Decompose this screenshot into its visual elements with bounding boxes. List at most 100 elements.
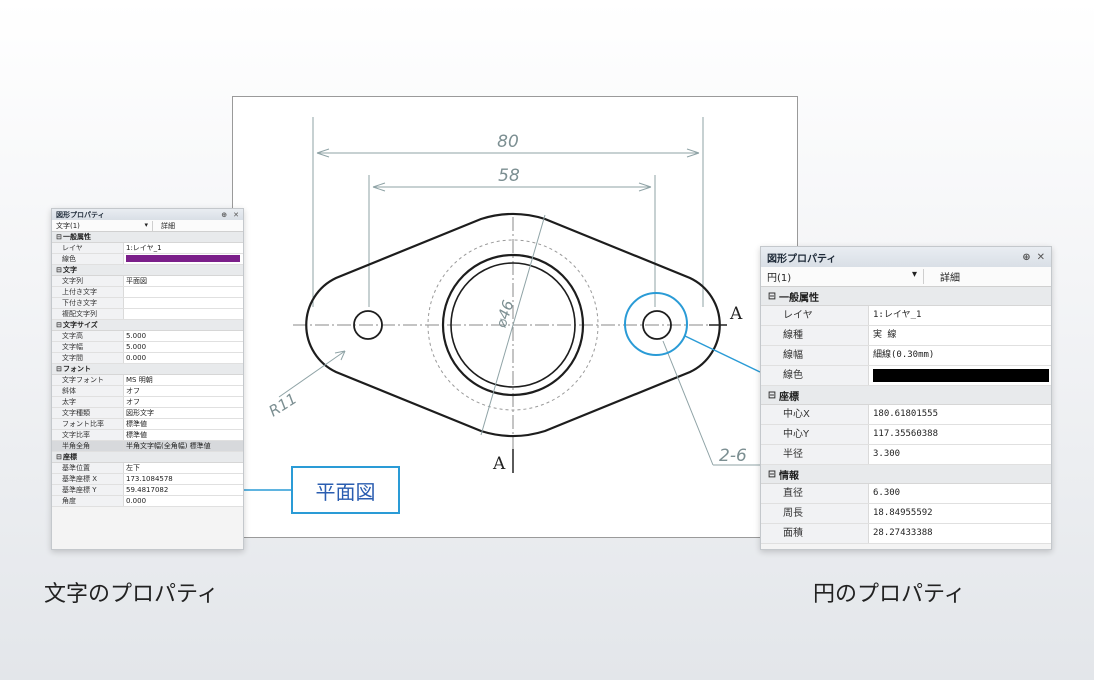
property-value[interactable]: 59.4817082	[126, 486, 169, 494]
section-header[interactable]: ⊟座標	[52, 452, 243, 463]
property-row[interactable]: 中心Y 117.35560388	[761, 425, 1051, 445]
section-header[interactable]: ⊟情報	[761, 465, 1051, 484]
property-value[interactable]: 0.000	[126, 497, 147, 505]
property-row[interactable]: 斜体オフ	[52, 386, 243, 397]
property-row[interactable]: 半径 3.300	[761, 445, 1051, 465]
property-row[interactable]: 基準位置左下	[52, 463, 243, 474]
property-value[interactable]: 18.84955592	[873, 508, 933, 518]
property-value[interactable]: 5.000	[126, 343, 147, 351]
property-row[interactable]: フォント比率標準値	[52, 419, 243, 430]
property-key: 半径	[761, 445, 869, 464]
property-value[interactable]: 平面図	[126, 277, 147, 285]
property-row[interactable]: 半角全角半角文字幅(全角幅) 標準値	[52, 441, 243, 452]
property-row[interactable]: 太字オフ	[52, 397, 243, 408]
property-value[interactable]: オフ	[126, 398, 140, 406]
property-row[interactable]: 上付き文字	[52, 287, 243, 298]
property-value[interactable]	[124, 254, 243, 264]
section-header[interactable]: ⊟文字	[52, 265, 243, 276]
entity-type-dropdown[interactable]: 文字(1) ▾	[56, 220, 153, 231]
property-value[interactable]: 6.300	[873, 488, 901, 498]
property-value[interactable]: 図形文字	[126, 409, 154, 417]
property-row[interactable]: 文字種類図形文字	[52, 408, 243, 419]
entity-type-label: 文字(1)	[56, 221, 80, 230]
property-value[interactable]: 実 線	[873, 330, 897, 340]
property-key: 上付き文字	[52, 287, 124, 297]
property-value[interactable]	[869, 366, 1051, 385]
property-row[interactable]: 線色	[761, 366, 1051, 386]
cad-drawing-canvas[interactable]: 80 58 ⌀46 R11 2-6 A A	[232, 96, 799, 538]
property-key: 線幅	[761, 346, 869, 365]
close-icon[interactable]: ✕	[233, 210, 239, 219]
minus-box-icon[interactable]: ⊟	[767, 468, 777, 480]
property-key: 直径	[761, 484, 869, 503]
pin-icon[interactable]: ⊕	[221, 210, 228, 219]
property-value[interactable]	[124, 287, 243, 297]
property-value[interactable]	[124, 298, 243, 308]
property-value[interactable]: 左下	[126, 464, 140, 472]
property-value[interactable]: オフ	[126, 387, 140, 395]
line-color-swatch[interactable]	[126, 255, 240, 262]
pin-icon[interactable]: ⊕	[1022, 251, 1031, 263]
property-value[interactable]: 標準値	[126, 431, 147, 439]
property-row[interactable]: 線幅細線(0.30mm)	[761, 346, 1051, 366]
property-key: 文字間	[52, 353, 124, 363]
close-icon[interactable]: ✕	[1036, 251, 1045, 263]
property-value[interactable]: 180.61801555	[873, 409, 939, 419]
minus-box-icon[interactable]: ⊟	[56, 233, 62, 241]
property-value[interactable]: 117.35560388	[873, 429, 939, 439]
section-header[interactable]: ⊟一般属性	[761, 287, 1051, 306]
property-row[interactable]: 文字比率標準値	[52, 430, 243, 441]
property-row[interactable]: 文字列平面図	[52, 276, 243, 287]
property-row[interactable]: 下付き文字	[52, 298, 243, 309]
property-value[interactable]: 1:レイヤ_1	[873, 310, 922, 320]
property-key: 線種	[761, 326, 869, 345]
property-row[interactable]: 線色	[52, 254, 243, 265]
property-row[interactable]: 直径 6.300	[761, 484, 1051, 504]
selected-text-callout[interactable]: 平面図	[291, 466, 400, 514]
property-key: 中心Y	[761, 425, 869, 444]
property-row[interactable]: 線種実 線	[761, 326, 1051, 346]
property-value[interactable]	[124, 309, 243, 319]
entity-type-label: 円(1)	[767, 273, 792, 284]
detail-button[interactable]: 詳細	[161, 221, 175, 230]
property-value[interactable]: 0.000	[126, 354, 147, 362]
minus-box-icon[interactable]: ⊟	[767, 290, 777, 302]
minus-box-icon[interactable]: ⊟	[767, 389, 777, 401]
property-value[interactable]: 標準値	[126, 420, 147, 428]
line-color-swatch[interactable]	[873, 369, 1049, 382]
section-header[interactable]: ⊟座標	[761, 386, 1051, 405]
chevron-down-icon: ▾	[144, 220, 148, 229]
property-value[interactable]: 5.000	[126, 332, 147, 340]
property-value[interactable]: 3.300	[873, 449, 901, 459]
dimension-arrows-80	[316, 148, 700, 158]
property-value[interactable]: 半角文字幅(全角幅) 標準値	[126, 442, 211, 450]
property-value[interactable]: MS 明朝	[126, 376, 153, 384]
section-header[interactable]: ⊟文字サイズ	[52, 320, 243, 331]
property-value[interactable]: 173.1084578	[126, 475, 173, 483]
section-header[interactable]: ⊟フォント	[52, 364, 243, 375]
property-value[interactable]: 細線(0.30mm)	[873, 350, 935, 360]
property-value[interactable]: 1:レイヤ_1	[126, 244, 162, 252]
minus-box-icon[interactable]: ⊟	[56, 453, 62, 461]
property-value[interactable]: 28.27433388	[873, 528, 933, 538]
minus-box-icon[interactable]: ⊟	[56, 321, 62, 329]
section-header[interactable]: ⊟一般属性	[52, 232, 243, 243]
entity-type-dropdown[interactable]: 円(1) ▾	[767, 269, 924, 284]
minus-box-icon[interactable]: ⊟	[56, 365, 62, 373]
caption-text-properties: 文字のプロパティ	[44, 582, 219, 607]
minus-box-icon[interactable]: ⊟	[56, 266, 62, 274]
detail-button[interactable]: 詳細	[940, 273, 960, 284]
property-row[interactable]: 複配文字列	[52, 309, 243, 320]
